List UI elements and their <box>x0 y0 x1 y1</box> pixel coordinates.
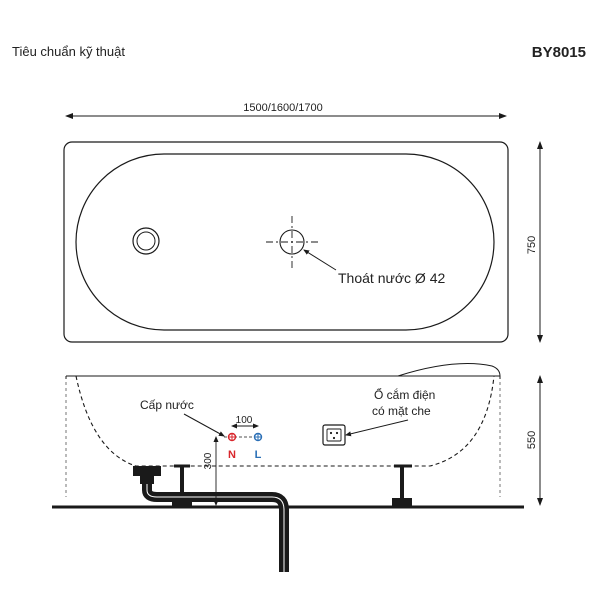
drain-outlet <box>133 466 161 484</box>
outlet-label-line1: Ổ cắm điện <box>374 387 435 402</box>
supply-height-label: 300 <box>203 452 214 469</box>
tub-body-outline <box>65 375 501 379</box>
tub-inner-basin <box>75 153 495 331</box>
overflow-hole <box>132 227 160 255</box>
length-dimension-label: 1500/1600/1700 <box>243 102 323 114</box>
outlet-leader <box>345 419 409 437</box>
spec-title: Tiêu chuẩn kỹ thuật <box>12 44 125 59</box>
side-view: Cấp nước 100 N L 300 Ổ cắm điện có mặt c… <box>52 363 543 572</box>
headrest-curve <box>397 363 501 377</box>
top-view: 1500/1600/1700 Thoát nước Ø 42 750 <box>63 102 543 343</box>
model-number: BY8015 <box>531 44 586 61</box>
water-supply-label: Cấp nước <box>140 398 194 412</box>
width-dimension-label: 750 <box>526 236 538 254</box>
neutral-supply-point <box>227 432 237 442</box>
tub-foot-right <box>392 464 412 506</box>
supply-spacing-label: 100 <box>236 415 253 426</box>
tub-outer-rim <box>63 141 509 343</box>
drain-leader <box>303 249 337 271</box>
power-outlet-icon <box>322 424 346 446</box>
height-dimension-label: 550 <box>526 431 538 449</box>
drain-hole <box>266 216 318 268</box>
live-label: L <box>255 449 262 461</box>
neutral-label: N <box>228 449 236 461</box>
live-supply-point <box>253 432 263 442</box>
tub-basin-profile <box>75 375 495 467</box>
outlet-label-line2: có mặt che <box>372 404 431 418</box>
drain-label: Thoát nước Ø 42 <box>338 270 445 286</box>
water-supply-leader <box>183 413 225 437</box>
